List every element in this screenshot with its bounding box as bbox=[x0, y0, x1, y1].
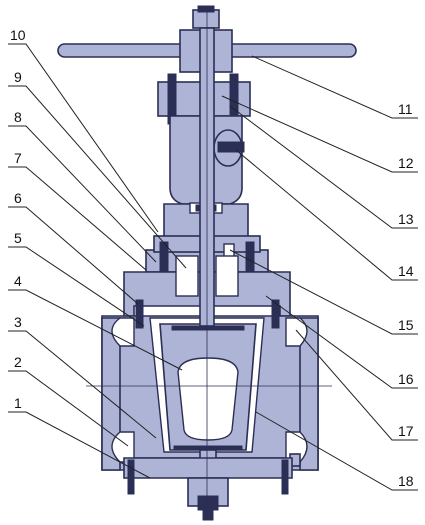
callout-14: 14 bbox=[398, 263, 414, 279]
leader-6 bbox=[8, 206, 139, 305]
packing-left bbox=[175, 255, 199, 297]
bottom-cover bbox=[123, 457, 293, 479]
leader-3 bbox=[8, 330, 157, 439]
leader-18 bbox=[255, 411, 418, 491]
bottom-bolt-right bbox=[281, 459, 289, 495]
leader-10 bbox=[8, 43, 159, 233]
callout-8: 8 bbox=[14, 109, 22, 125]
yoke-side-bolt bbox=[217, 141, 245, 153]
callout-3: 3 bbox=[14, 314, 22, 330]
leader-5 bbox=[8, 246, 145, 327]
callout-13: 13 bbox=[398, 211, 414, 227]
plug-port bbox=[177, 357, 239, 441]
left-end-flange bbox=[101, 317, 121, 471]
left-flange-upper-recess bbox=[111, 317, 135, 347]
right-end-flange bbox=[299, 317, 319, 471]
leader-9 bbox=[8, 85, 187, 269]
leader-7 bbox=[8, 166, 147, 271]
stem-top-cap bbox=[197, 5, 215, 13]
leader-12 bbox=[221, 95, 418, 173]
callout-12: 12 bbox=[398, 155, 414, 171]
leader-14 bbox=[235, 149, 418, 281]
callout-16: 16 bbox=[398, 371, 414, 387]
callouts-right: 11 12 13 14 15 16 17 18 bbox=[398, 101, 414, 489]
leader-17 bbox=[295, 329, 418, 441]
callout-18: 18 bbox=[398, 473, 414, 489]
leader-13 bbox=[229, 105, 418, 229]
leader-8 bbox=[8, 125, 157, 263]
callout-17: 17 bbox=[398, 423, 414, 439]
callout-5: 5 bbox=[14, 230, 22, 246]
callout-1: 1 bbox=[14, 395, 22, 411]
callout-11: 11 bbox=[398, 101, 413, 117]
callout-7: 7 bbox=[14, 150, 22, 166]
cover-bolt-left bbox=[135, 299, 144, 329]
packing-right bbox=[215, 255, 239, 297]
callout-leaders bbox=[8, 43, 418, 491]
cover-bolt-right bbox=[271, 299, 280, 329]
callout-15: 15 bbox=[398, 317, 414, 333]
callout-10: 10 bbox=[10, 27, 26, 43]
leader-15 bbox=[229, 249, 418, 335]
bottom-bolt-left bbox=[127, 459, 135, 495]
callouts-left: 10 9 8 7 6 5 4 3 2 1 bbox=[10, 27, 26, 411]
leader-11 bbox=[251, 55, 418, 119]
callout-9: 9 bbox=[14, 69, 22, 85]
right-flange-upper-recess bbox=[285, 317, 308, 347]
leader-1 bbox=[8, 411, 151, 479]
callout-6: 6 bbox=[14, 190, 22, 206]
callout-4: 4 bbox=[14, 273, 22, 289]
bottom-stem-end bbox=[202, 507, 214, 521]
leader-16 bbox=[265, 295, 418, 389]
stem-top-nut bbox=[192, 9, 220, 29]
leader-2 bbox=[8, 370, 129, 447]
valve-assembly bbox=[57, 5, 357, 521]
leader-4 bbox=[8, 289, 183, 371]
callout-2: 2 bbox=[14, 354, 22, 370]
